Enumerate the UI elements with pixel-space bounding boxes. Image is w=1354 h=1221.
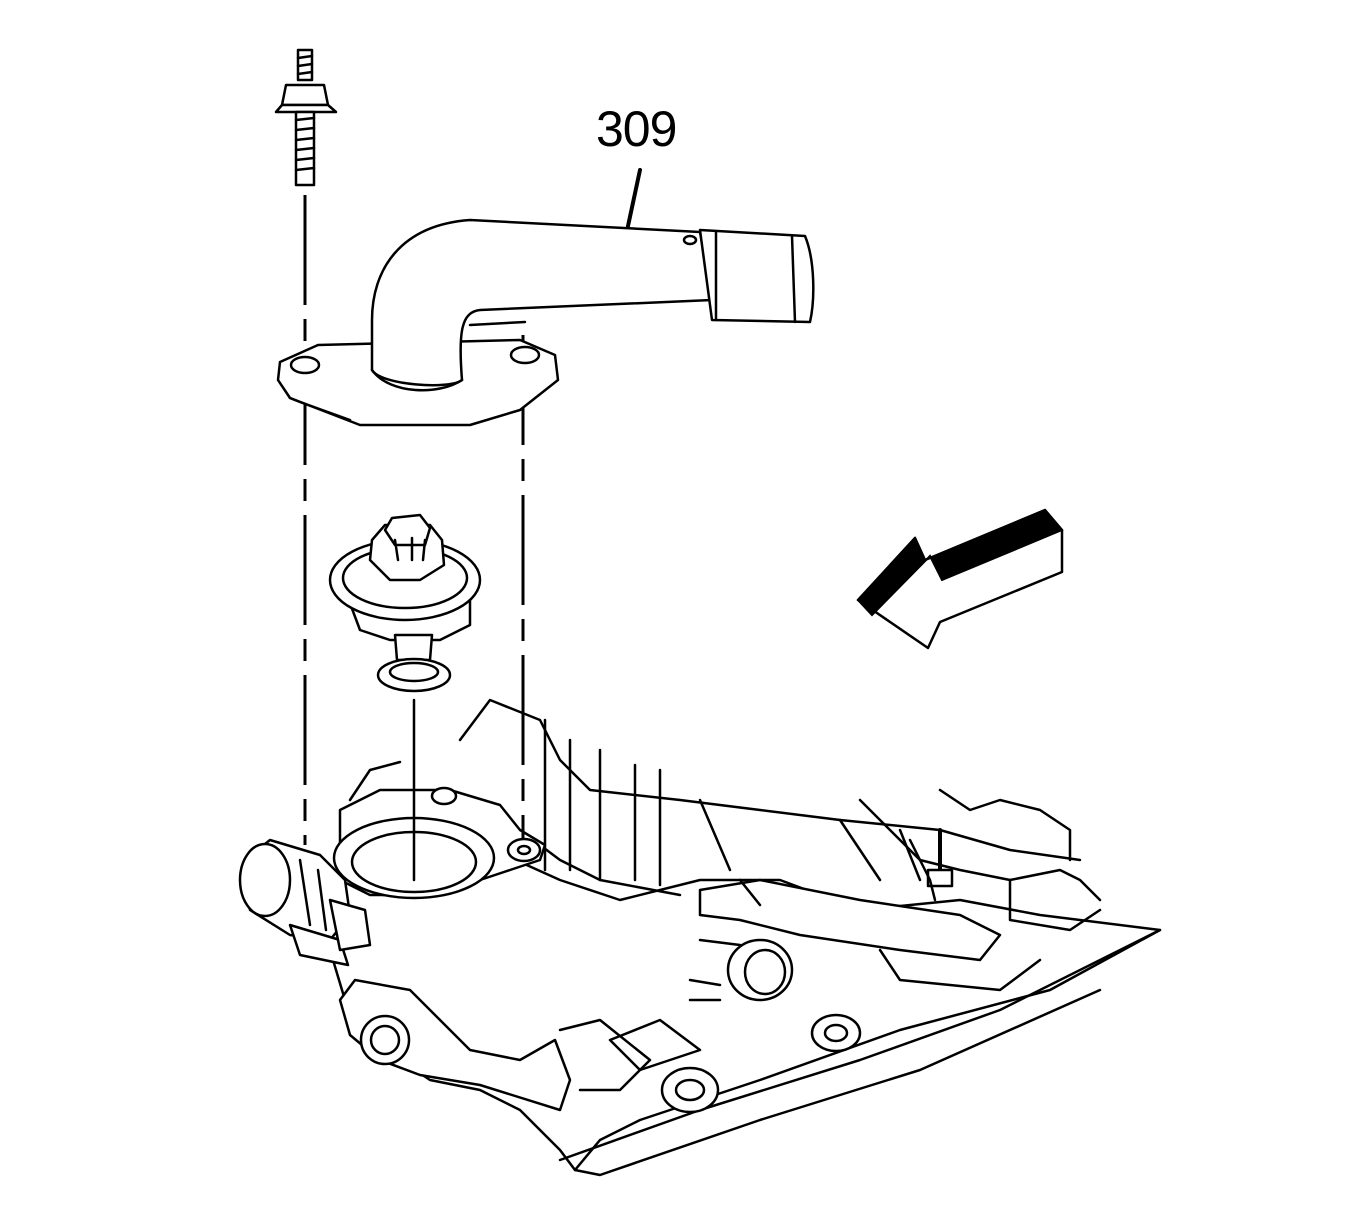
alignment-lines xyxy=(303,195,525,882)
water-outlet-pipe xyxy=(276,168,815,427)
thermostat xyxy=(328,513,482,693)
engine-block xyxy=(328,698,1162,1177)
view-direction-arrow xyxy=(856,508,1064,650)
coolant-temperature-sensor xyxy=(238,838,372,967)
stud-bolt xyxy=(274,48,338,187)
thermostat-seat xyxy=(332,760,547,900)
part-callout-309: 309 xyxy=(596,101,677,157)
